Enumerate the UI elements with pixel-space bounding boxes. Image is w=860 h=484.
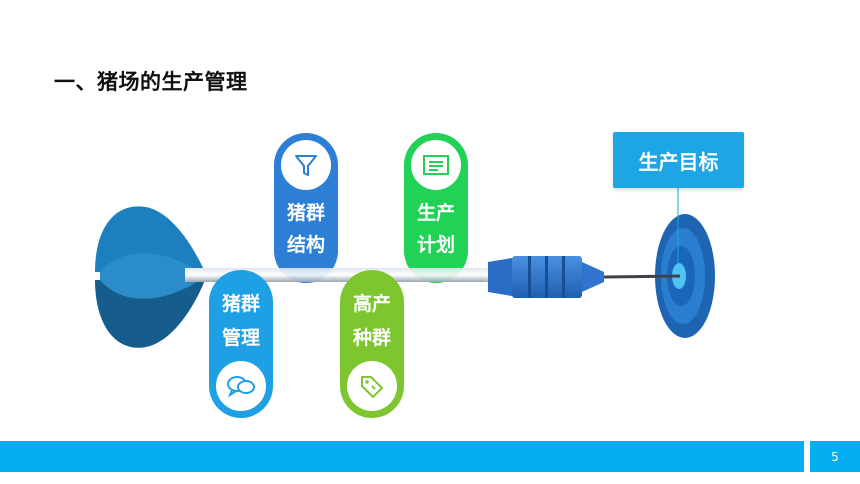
dart-fletching [95, 206, 205, 348]
dart-needle [603, 274, 681, 279]
pill-label-line2: 结构 [286, 234, 325, 256]
footer-bar [0, 441, 804, 472]
pill-label-line1: 猪群 [286, 202, 325, 224]
pill-label-line2: 管理 [221, 327, 260, 349]
pill-label-line2: 计划 [416, 234, 455, 256]
pill-herd-management: 猪群 管理 [209, 270, 273, 418]
price-tags-icon [347, 361, 397, 411]
pill-herd-structure: 猪群 结构 [274, 133, 338, 283]
pill-production-plan: 生产 计划 [404, 133, 468, 283]
page-title: 一、猪场的生产管理 [54, 70, 248, 94]
pill-label-line1: 猪群 [221, 293, 260, 315]
page-number: 5 [810, 441, 860, 472]
pill-label-line1: 高产 [352, 293, 391, 315]
pill-label-line2: 种群 [352, 327, 391, 349]
goal-box: 生产目标 [613, 132, 744, 188]
funnel-icon [281, 140, 331, 190]
pill-high-yield-breeding: 高产 种群 [340, 270, 404, 418]
dart-barrel [488, 256, 604, 298]
chat-bubbles-icon [216, 361, 266, 411]
target-board [655, 188, 715, 338]
document-icon [411, 140, 461, 190]
pill-label-line1: 生产 [416, 202, 455, 224]
